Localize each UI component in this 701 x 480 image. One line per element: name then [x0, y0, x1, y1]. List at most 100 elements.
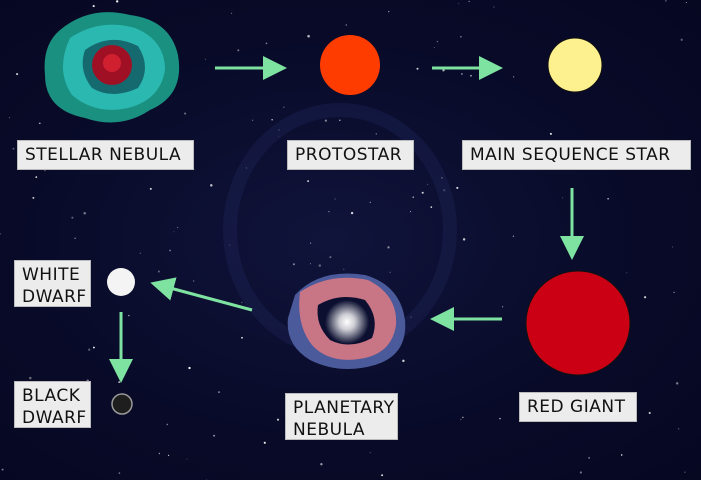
- star-dot: [493, 6, 495, 8]
- star-dot: [458, 3, 460, 5]
- star-dot: [387, 246, 390, 249]
- star-dot: [680, 38, 683, 41]
- star-dot: [204, 58, 206, 60]
- star-dot: [307, 34, 310, 38]
- red-giant-circle: [525, 270, 631, 376]
- star-dot: [271, 119, 273, 121]
- star-dot: [433, 47, 435, 49]
- star-dot: [369, 201, 371, 203]
- label-text: STELLAR NEBULA: [25, 145, 182, 165]
- white-dwarf-circle: [107, 268, 135, 296]
- star-dot: [38, 122, 41, 125]
- star-dot: [307, 180, 309, 182]
- star-dot: [158, 452, 161, 455]
- star-dot: [501, 306, 504, 308]
- label-main-sequence-star: MAIN SEQUENCE STAR: [462, 140, 691, 170]
- star-dot: [83, 211, 86, 215]
- star-dot: [310, 242, 312, 244]
- star-dot: [673, 291, 675, 294]
- star-dot: [499, 417, 501, 420]
- star-dot: [442, 69, 445, 72]
- star-dot: [427, 183, 429, 185]
- star-dot: [462, 416, 464, 419]
- star-dot: [665, 0, 667, 2]
- star-dot: [320, 463, 323, 466]
- star-dot: [157, 270, 160, 273]
- label-text: RED GIANT: [527, 397, 626, 417]
- label-text: DWARF: [22, 287, 87, 307]
- star-dot: [402, 359, 405, 363]
- star-dot: [588, 457, 590, 459]
- star-dot: [0, 232, 1, 235]
- star-dot: [460, 418, 462, 421]
- star-dot: [513, 76, 515, 78]
- star-dot: [389, 271, 391, 273]
- star-dot: [562, 197, 564, 199]
- star-dot: [388, 10, 390, 13]
- star-dot: [265, 42, 268, 45]
- star-dot: [1, 468, 4, 471]
- star-dot: [607, 198, 609, 200]
- star-dot: [416, 67, 419, 70]
- star-dot: [328, 210, 330, 213]
- label-text: MAIN SEQUENCE STAR: [470, 145, 671, 165]
- star-dot: [292, 263, 295, 266]
- star-dot: [579, 471, 582, 474]
- star-dot: [8, 117, 10, 119]
- star-dot: [324, 119, 327, 122]
- star-dot: [343, 268, 345, 270]
- star-dot: [412, 196, 414, 198]
- star-dot: [445, 313, 448, 315]
- star-dot: [116, 0, 119, 3]
- star-dot: [549, 132, 552, 135]
- star-dot: [460, 72, 463, 76]
- label-text: PLANETARY: [293, 398, 395, 418]
- star-dot: [421, 191, 424, 194]
- star-dot: [643, 296, 647, 299]
- star-dot: [456, 186, 459, 189]
- black-dwarf-circle: [111, 393, 133, 415]
- star-dot: [381, 474, 384, 477]
- star-dot: [173, 231, 175, 233]
- star-dot: [12, 147, 15, 150]
- star-dot: [193, 280, 195, 282]
- star-dot: [118, 381, 121, 384]
- star-dot: [218, 391, 220, 393]
- star-dot: [44, 170, 46, 172]
- arrow-planetary-nebula-to-white-dwarf: [150, 277, 253, 312]
- star-dot: [369, 452, 371, 454]
- main-sequence-star-circle: [547, 37, 603, 93]
- star-dot: [626, 272, 628, 274]
- star-dot: [263, 441, 266, 444]
- star-dot: [32, 196, 35, 199]
- star-dot: [283, 106, 285, 108]
- star-dot: [512, 235, 515, 237]
- star-dot: [648, 411, 651, 415]
- star-dot: [92, 5, 95, 8]
- star-dot: [685, 2, 687, 3]
- star-dot: [675, 382, 679, 385]
- star-dot: [241, 302, 243, 304]
- star-dot: [177, 227, 179, 229]
- label-text: DWARF: [22, 408, 87, 428]
- star-dot: [329, 256, 332, 259]
- label-red-giant: RED GIANT: [519, 392, 637, 422]
- star-dot: [334, 198, 336, 200]
- star-dot: [672, 246, 674, 248]
- star-dot: [35, 176, 38, 178]
- label-stellar-nebula: STELLAR NEBULA: [17, 140, 194, 170]
- star-dot: [430, 206, 433, 208]
- star-dot: [167, 454, 170, 457]
- star-dot: [74, 237, 76, 240]
- star-dot: [88, 348, 91, 351]
- star-dot: [213, 434, 216, 437]
- star-dot: [678, 428, 680, 430]
- star-dot: [139, 252, 141, 254]
- star-dot: [118, 472, 121, 474]
- star-dot: [128, 314, 130, 317]
- star-dot: [169, 249, 172, 252]
